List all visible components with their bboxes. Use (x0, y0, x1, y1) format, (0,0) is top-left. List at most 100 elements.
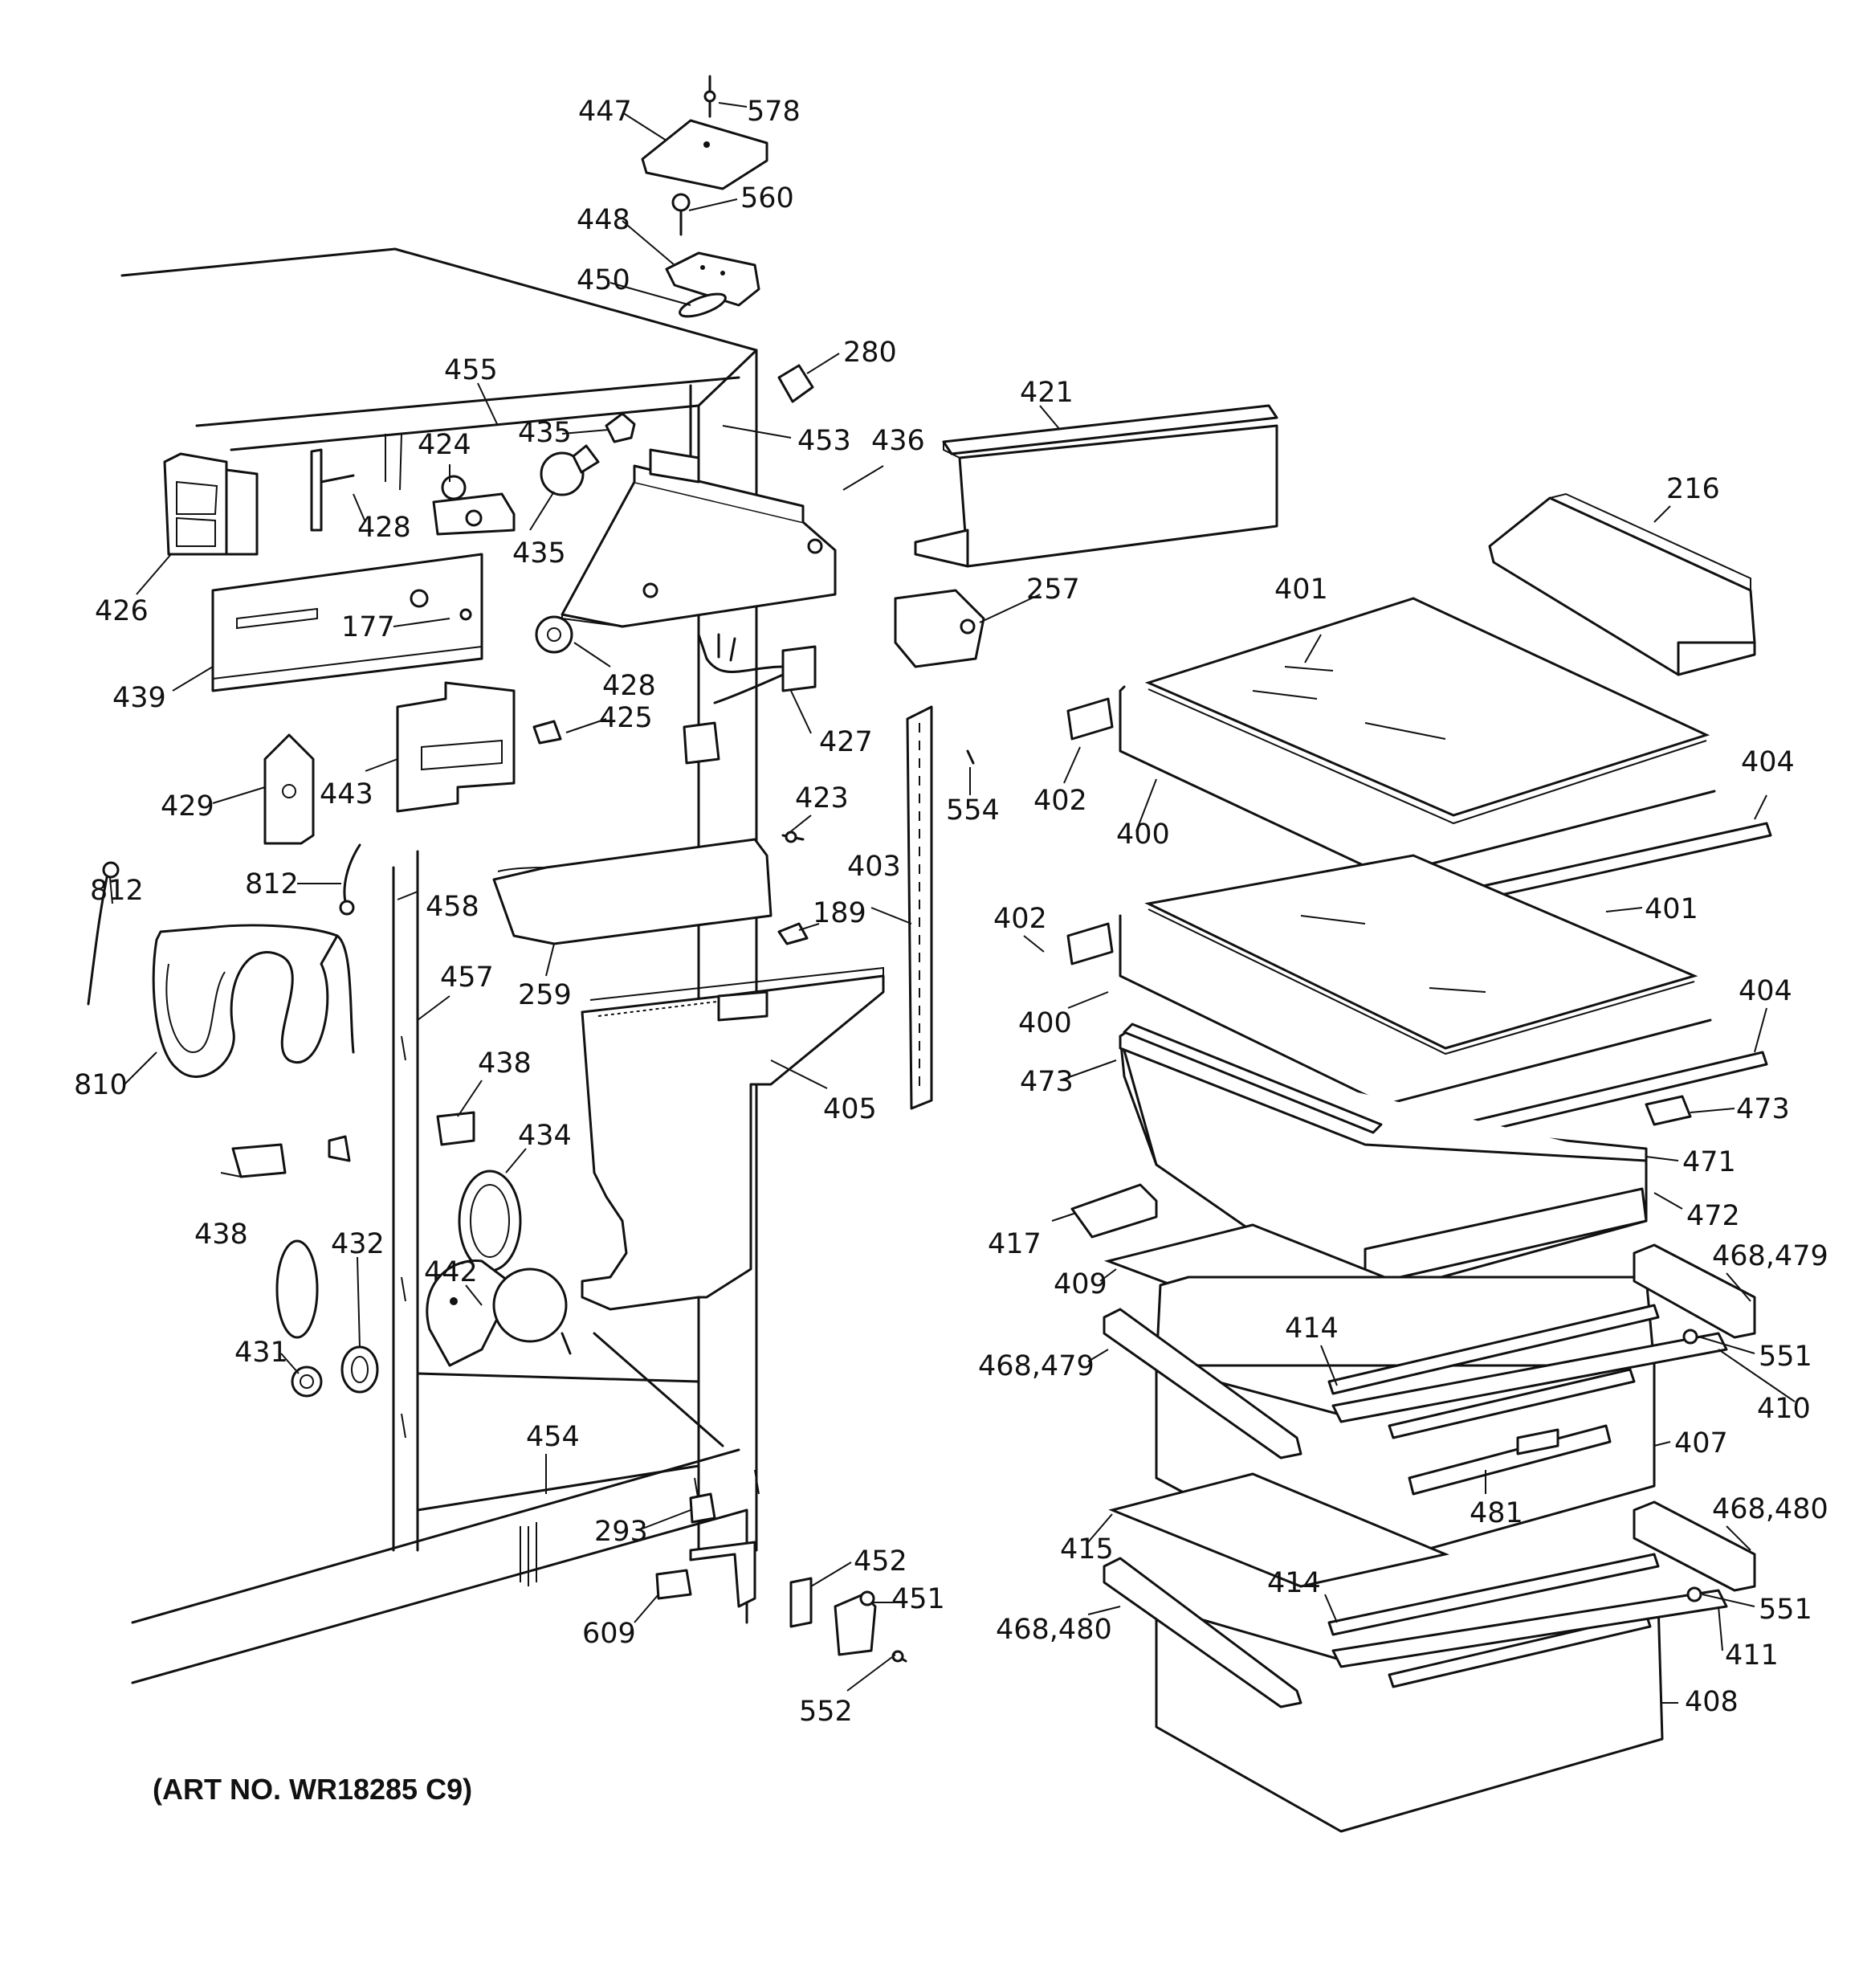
label-410: 410 (1757, 1393, 1811, 1425)
label-189: 189 (813, 897, 866, 929)
shelf-401-upper (1144, 597, 1710, 825)
label-414-upper: 414 (1285, 1312, 1339, 1345)
drawer-471-472 (1119, 1027, 1648, 1303)
drawer-408 (1155, 1601, 1664, 1833)
callout-labels: 447 578 560 448 450 280 455 435 453 436 … (74, 96, 1828, 1728)
label-455: 455 (444, 354, 498, 386)
rail-468-right-lower (1633, 1500, 1756, 1592)
label-401-lower: 401 (1645, 893, 1698, 925)
label-429: 429 (161, 790, 214, 823)
rail-468-left-upper (1103, 1308, 1302, 1459)
light-shield-436 (561, 448, 837, 628)
bulb-435 (540, 444, 600, 496)
label-560: 560 (740, 182, 794, 214)
label-402-upper: 402 (1033, 785, 1087, 817)
label-551-lower: 551 (1759, 1594, 1812, 1626)
art-number: (ART NO. WR18285 C9) (153, 1773, 472, 1806)
label-216: 216 (1666, 473, 1720, 505)
screw-423 (781, 831, 805, 843)
label-812-left: 812 (90, 875, 144, 907)
label-551-upper: 551 (1759, 1341, 1812, 1373)
label-427: 427 (819, 726, 873, 758)
clip-438-upper (436, 1111, 475, 1146)
label-812-right: 812 (245, 868, 299, 900)
label-434: 434 (518, 1120, 572, 1152)
label-458: 458 (426, 891, 479, 923)
tube-812-right (339, 843, 361, 916)
label-432: 432 (331, 1228, 385, 1260)
bracket-443 (396, 681, 516, 813)
rail-468-right-upper (1633, 1243, 1756, 1339)
rail-403 (906, 705, 933, 1110)
rail-414-lower (1327, 1553, 1660, 1636)
label-453: 453 (797, 425, 851, 457)
cover-410 (1331, 1332, 1728, 1423)
label-428-gear: 428 (602, 670, 656, 702)
screw-560 (671, 193, 691, 236)
clip-438-lower (231, 1135, 351, 1178)
screw-554 (966, 749, 975, 765)
label-481: 481 (1470, 1497, 1523, 1529)
label-431: 431 (234, 1337, 288, 1369)
label-473-left: 473 (1020, 1066, 1074, 1098)
rail-414-upper (1327, 1304, 1660, 1395)
label-402-lower: 402 (993, 903, 1047, 935)
rail-468-left-lower (1103, 1557, 1302, 1708)
shelf-rail-421 (914, 404, 1278, 568)
label-400-lower: 400 (1018, 1007, 1072, 1039)
clip-609 (655, 1569, 692, 1600)
label-443: 443 (320, 778, 373, 810)
label-403: 403 (847, 851, 901, 883)
top-hinge-cover-447 (641, 119, 768, 190)
tube-812-left (87, 861, 120, 1006)
shelf-front-259 (492, 838, 773, 945)
screw-578 (703, 75, 716, 118)
label-436: 436 (871, 425, 925, 457)
cover-473 (1123, 1023, 1383, 1134)
label-280: 280 (843, 337, 897, 369)
label-451: 451 (891, 1583, 945, 1615)
label-472: 472 (1686, 1200, 1740, 1232)
label-417: 417 (988, 1228, 1042, 1260)
label-401-upper: 401 (1274, 574, 1328, 606)
trim-404-lower (1456, 1051, 1768, 1138)
label-450: 450 (577, 264, 630, 296)
air-duct-405 (581, 966, 885, 1311)
switch-293 (689, 1492, 716, 1524)
switch-housing-426 (163, 452, 259, 556)
label-609: 609 (582, 1618, 636, 1650)
control-424 (432, 475, 516, 536)
drawer-216 (1488, 492, 1756, 676)
label-405: 405 (823, 1093, 877, 1125)
wire-harness-427 (683, 633, 817, 765)
label-447: 447 (578, 96, 632, 128)
label-468-480-right: 468,480 (1712, 1493, 1828, 1525)
thermostat-442 (426, 1259, 572, 1367)
label-259: 259 (518, 979, 572, 1011)
label-407: 407 (1674, 1427, 1728, 1459)
hinge-448 (665, 251, 760, 307)
bracket-428-top (310, 448, 355, 532)
label-423: 423 (795, 782, 849, 814)
shelf-401-lower (1144, 854, 1698, 1055)
shim-450 (679, 292, 727, 318)
clip-189 (777, 922, 809, 945)
label-438-upper: 438 (478, 1047, 532, 1080)
label-454: 454 (526, 1421, 580, 1453)
label-457: 457 (440, 961, 494, 994)
label-426: 426 (95, 595, 149, 627)
bracket-429 (263, 733, 315, 845)
label-439: 439 (112, 682, 166, 714)
cap-431 (291, 1365, 323, 1398)
clip-425 (532, 720, 562, 745)
vent-opening (275, 1239, 319, 1339)
heater-810 (152, 924, 355, 1078)
screw-551-lower (1686, 1586, 1702, 1602)
label-468-479-left: 468,479 (978, 1350, 1095, 1382)
label-177: 177 (341, 611, 395, 643)
trim-404-upper (1456, 822, 1772, 905)
bracket-451 (834, 1590, 877, 1656)
cover-411 (1331, 1589, 1728, 1668)
label-473-right: 473 (1736, 1093, 1790, 1125)
